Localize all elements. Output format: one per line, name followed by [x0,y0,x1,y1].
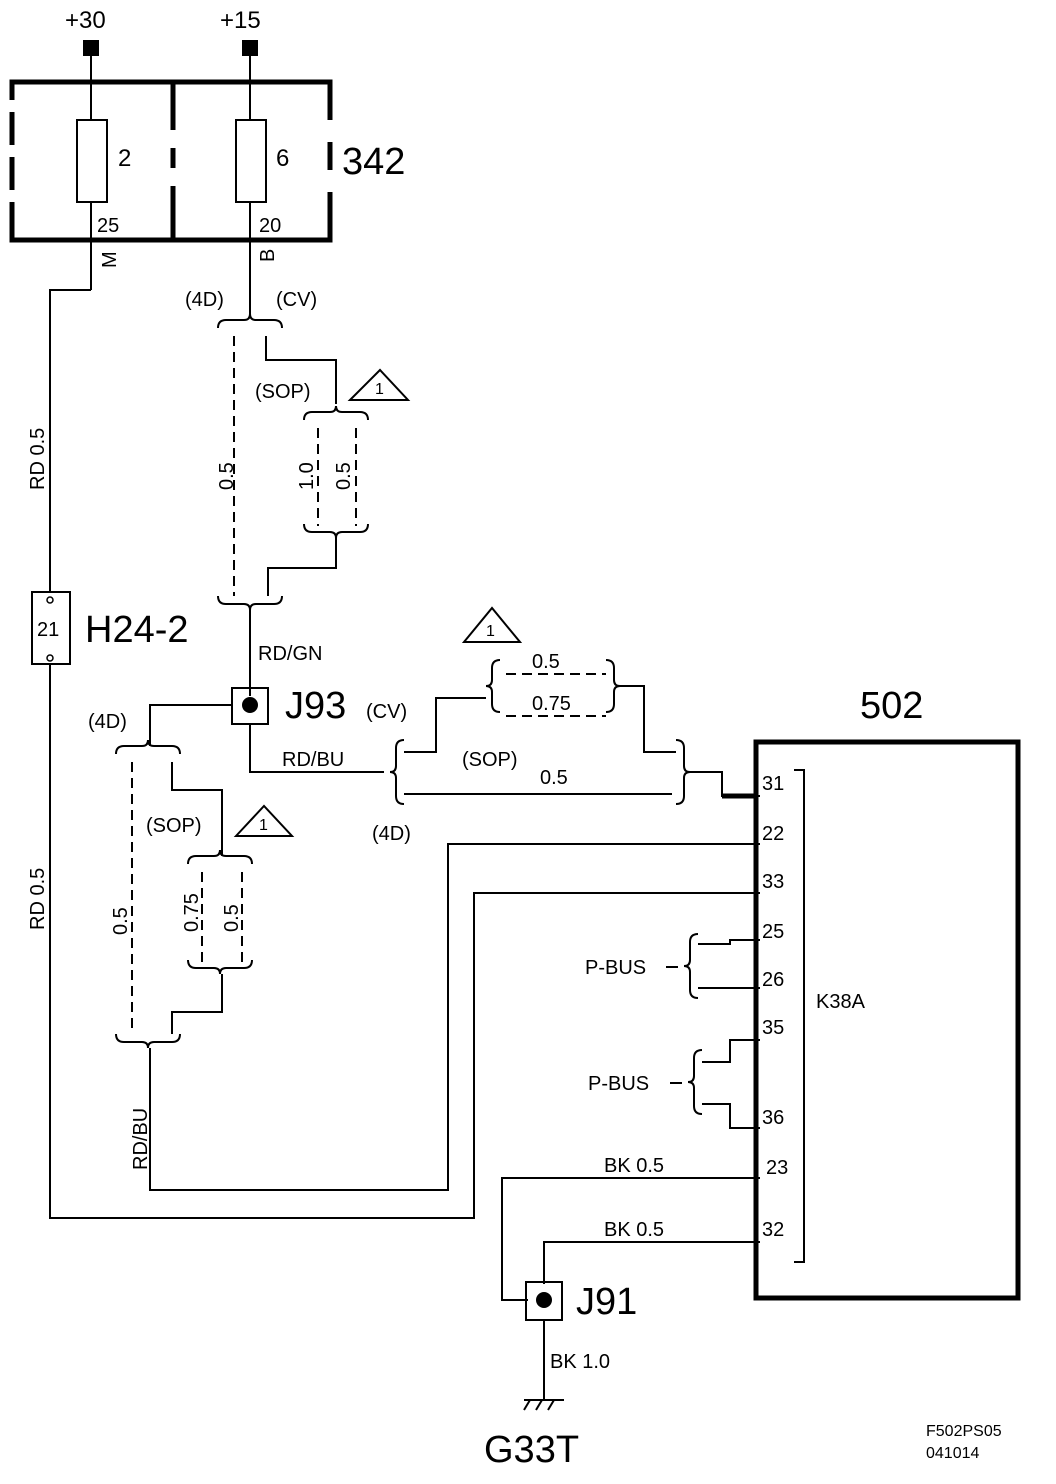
wire-bk05-23: BK 0.5 [604,1155,664,1177]
pin-23: 23 [766,1157,788,1179]
supply-plus15-label: +15 [220,7,261,34]
connector-k38a-label: K38A [816,991,866,1013]
fuse-2-pin: 25 [97,215,119,237]
splice-j93-label: J93 [285,685,346,727]
pin-26: 26 [762,969,784,991]
wire-05-4d-right: 0.5 [540,767,568,789]
ground-g33t: G33T [484,1429,579,1471]
module-502 [753,739,1021,1301]
wire-bk05-32: BK 0.5 [604,1219,664,1241]
fusebox-342 [6,79,336,243]
splice-j91-label: J91 [576,1281,637,1323]
svg-text:1: 1 [259,817,268,834]
pin-36: 36 [762,1107,784,1129]
variant-4d-left: (4D) [88,711,127,733]
wire-rdgn: RD/GN [258,643,322,665]
fusebox-id: 342 [342,141,405,183]
warning-triangle-2: 1 [233,804,295,837]
wire-05-left: 0.5 [110,907,132,935]
wire-10-sop: 1.0 [296,462,318,490]
fuse-6-pin: 20 [259,215,281,237]
wire-05-sop-left: 0.5 [221,904,243,932]
pbus-label-2: P-BUS [588,1073,649,1095]
wire-075-sop-left: 0.75 [181,893,203,932]
wire-rdbu-upper: RD/BU [282,749,344,771]
svg-text:1: 1 [486,623,495,640]
variant-cv-top: (CV) [276,289,317,311]
fuse-6-number: 6 [276,145,289,172]
variant-4d-right: (4D) [372,823,411,845]
fuse-2-pin-letter: M [99,251,121,268]
ground-icon [523,1399,564,1411]
pin-31: 31 [762,773,784,795]
wire-rdbu-lower: RD/BU [130,1108,152,1170]
pin-32: 32 [762,1219,784,1241]
warning-triangle-1: 1 [347,368,411,401]
footer-date: 041014 [926,1445,979,1462]
wire-05-sop: 0.5 [333,462,355,490]
wire-05-upper: 0.5 [216,462,238,490]
pin-35: 35 [762,1017,784,1039]
connector-h24-2-pin: 21 [37,619,59,641]
variant-4d-top: (4D) [185,289,224,311]
variant-sop-right: (SOP) [462,749,518,771]
variant-sop-left: (SOP) [146,815,202,837]
fuse-2-number: 2 [118,145,131,172]
supply-plus30-terminal [83,40,99,56]
wire-bk10: BK 1.0 [550,1351,610,1373]
fuse-6 [235,119,267,203]
variant-sop-top: (SOP) [255,381,311,403]
supply-plus30-label: +30 [65,7,106,34]
connector-h24-2-id: H24-2 [85,609,189,651]
variant-cv-right: (CV) [366,701,407,723]
connector-k38a [794,769,805,1263]
wire-rd05-lower: RD 0.5 [27,868,49,930]
pin-33: 33 [762,871,784,893]
module-502-id: 502 [860,685,923,727]
wire-075-cv-right: 0.75 [532,693,571,715]
svg-text:1: 1 [375,381,384,398]
pbus-label-1: P-BUS [585,957,646,979]
wire-rd05-upper: RD 0.5 [27,428,49,490]
warning-triangle-3: 1 [461,606,523,643]
fuse-2 [76,119,108,203]
pin-25: 25 [762,921,784,943]
footer-code: F502PS05 [926,1423,1002,1440]
supply-plus15-terminal [242,40,258,56]
pin-22: 22 [762,823,784,845]
fuse-6-pin-letter: B [257,249,279,262]
wire-05-cv-right: 0.5 [532,651,560,673]
